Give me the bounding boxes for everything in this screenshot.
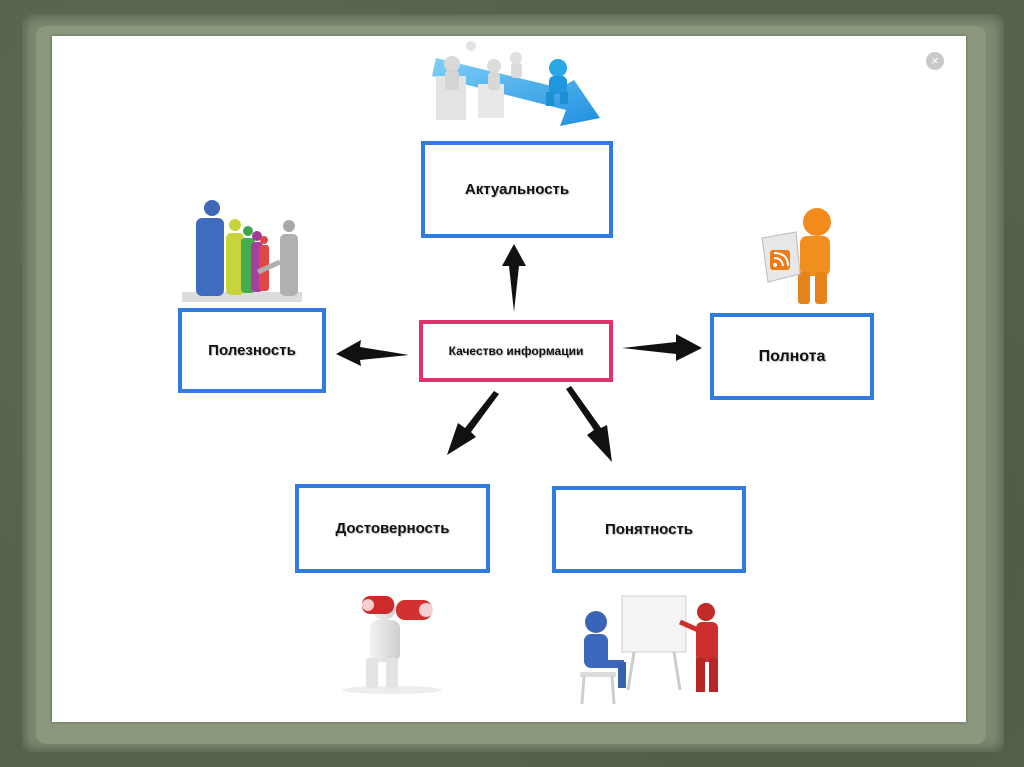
node-aktualnost-label: Актуальность: [464, 181, 570, 198]
people-on-arrow-icon: [432, 41, 600, 126]
arrow-down-left: [447, 391, 499, 455]
node-center: Качество информации: [419, 320, 613, 382]
person-with-binoculars-icon: [342, 596, 442, 694]
node-center-label: Качество информации: [448, 344, 584, 358]
arrow-right: [622, 334, 702, 361]
node-dostovernost-label: Достоверность: [335, 520, 450, 537]
node-polnota: Полнота: [710, 313, 874, 400]
node-ponyatnost: Понятность: [552, 486, 746, 573]
node-ponyatnost-label: Понятность: [604, 521, 694, 538]
arrow-up: [502, 244, 526, 312]
handshake-group-icon: [182, 200, 302, 302]
teacher-and-student-icon: [580, 595, 718, 705]
node-dostovernost: Достоверность: [295, 484, 490, 573]
node-poleznost-label: Полезность: [208, 342, 296, 359]
close-button[interactable]: ×: [926, 52, 944, 70]
arrow-left: [336, 340, 409, 366]
node-aktualnost: Актуальность: [421, 141, 613, 238]
node-poleznost: Полезность: [178, 308, 326, 393]
arrow-down-right: [566, 386, 612, 462]
person-with-rss-document-icon: [761, 208, 831, 304]
node-polnota-label: Полнота: [758, 347, 826, 365]
